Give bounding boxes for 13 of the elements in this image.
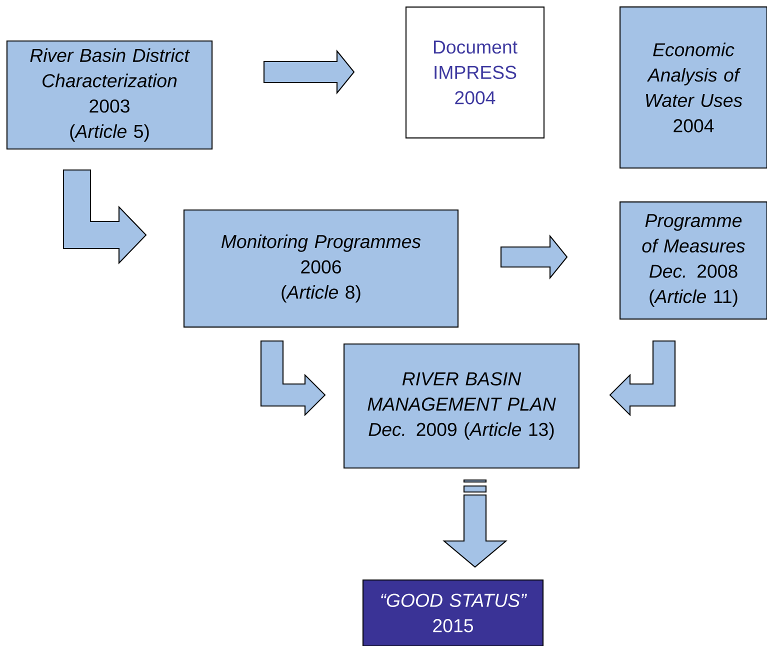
- goal-box: “GOOD STATUS” 2015: [362, 579, 544, 646]
- process-box: River Basin District Characterization 2003 (Article 5): [6, 40, 213, 150]
- process-box: Economic Analysis of Water Uses 2004: [620, 6, 767, 169]
- process-box: Monitoring Programmes 2006 (Article 8): [183, 209, 459, 328]
- process-box: Programme of Measures Dec. 2008 (Article 11): [620, 201, 767, 320]
- block-arrow: [500, 234, 568, 280]
- document-box: Document IMPRESS 2004: [405, 6, 545, 138]
- block-arrow: [263, 50, 355, 94]
- process-box: RIVER BASIN MANAGEMENT PLAN Dec. 2009 (Article 13): [344, 343, 580, 469]
- block-arrow: [62, 169, 147, 264]
- block-arrow: [260, 340, 326, 416]
- block-arrow: [609, 340, 676, 416]
- block-arrow: [442, 479, 508, 568]
